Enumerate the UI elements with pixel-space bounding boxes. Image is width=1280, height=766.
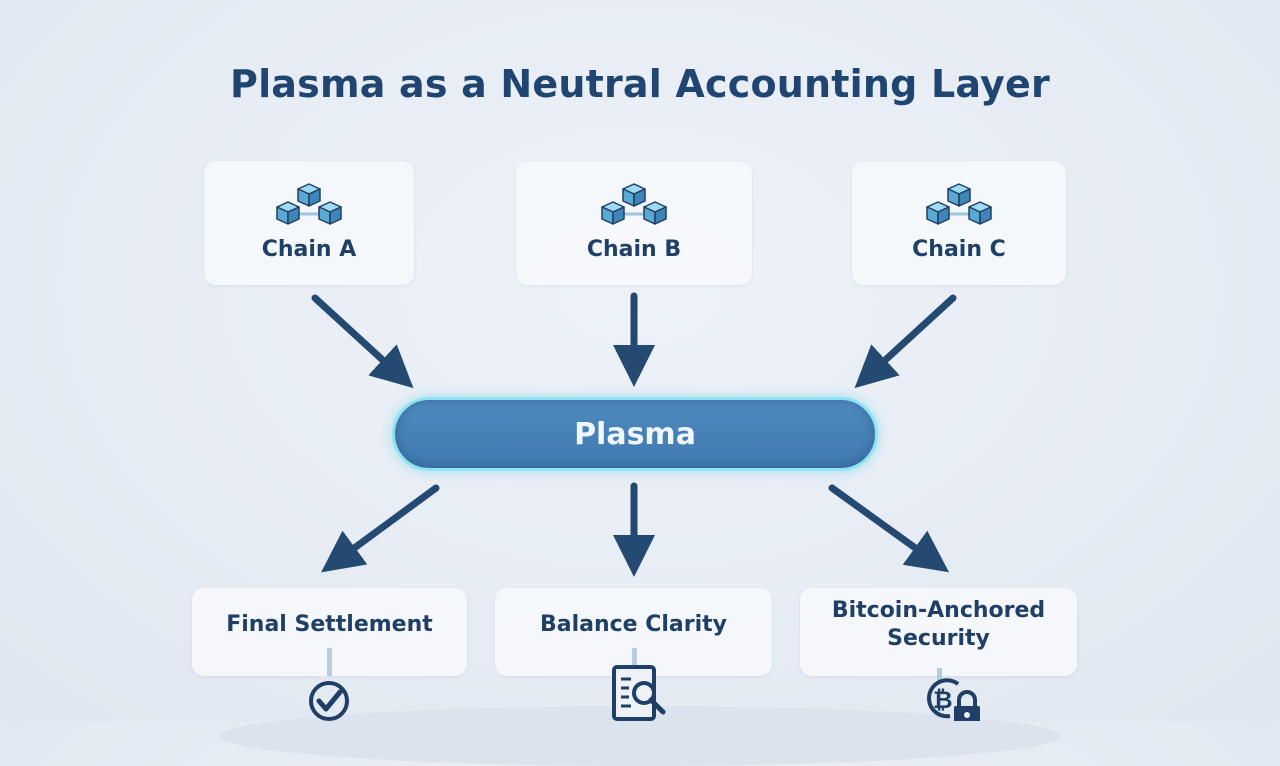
connector-line bbox=[327, 648, 332, 676]
arrow-chain-c-to-plasma bbox=[854, 294, 957, 389]
blockchain-cubes-icon bbox=[276, 183, 342, 225]
connector-line bbox=[632, 648, 637, 668]
document-search-icon bbox=[612, 665, 666, 721]
plasma-label: Plasma bbox=[574, 416, 696, 452]
output-label: Final Settlement bbox=[226, 612, 433, 637]
blockchain-cubes-icon bbox=[926, 183, 992, 225]
check-circle-icon bbox=[309, 681, 349, 721]
chain-card-b[interactable]: Chain B bbox=[516, 161, 752, 285]
chain-label: Chain C bbox=[912, 237, 1006, 262]
flow-arrows bbox=[311, 292, 957, 577]
chain-card-a[interactable]: Chain A bbox=[204, 161, 414, 285]
plasma-hub[interactable]: Plasma bbox=[392, 397, 878, 471]
svg-text:₿: ₿ bbox=[933, 686, 953, 714]
output-card-security[interactable]: Bitcoin-Anchored Security bbox=[800, 588, 1077, 676]
output-label: Bitcoin-Anchored Security bbox=[831, 598, 1046, 651]
bitcoin-lock-icon: ₿ bbox=[927, 678, 980, 721]
blockchain-cubes-icon bbox=[601, 183, 667, 225]
chain-label: Chain B bbox=[586, 237, 682, 262]
arrow-plasma-to-settlement bbox=[321, 484, 440, 573]
connector-line bbox=[937, 668, 942, 680]
output-label: Balance Clarity bbox=[539, 612, 728, 637]
chain-card-c[interactable]: Chain C bbox=[852, 161, 1066, 285]
arrow-chain-a-to-plasma bbox=[311, 294, 414, 389]
page-title: Plasma as a Neutral Accounting Layer bbox=[230, 62, 1050, 106]
chain-label: Chain A bbox=[261, 237, 357, 262]
arrow-plasma-to-security bbox=[828, 484, 950, 573]
